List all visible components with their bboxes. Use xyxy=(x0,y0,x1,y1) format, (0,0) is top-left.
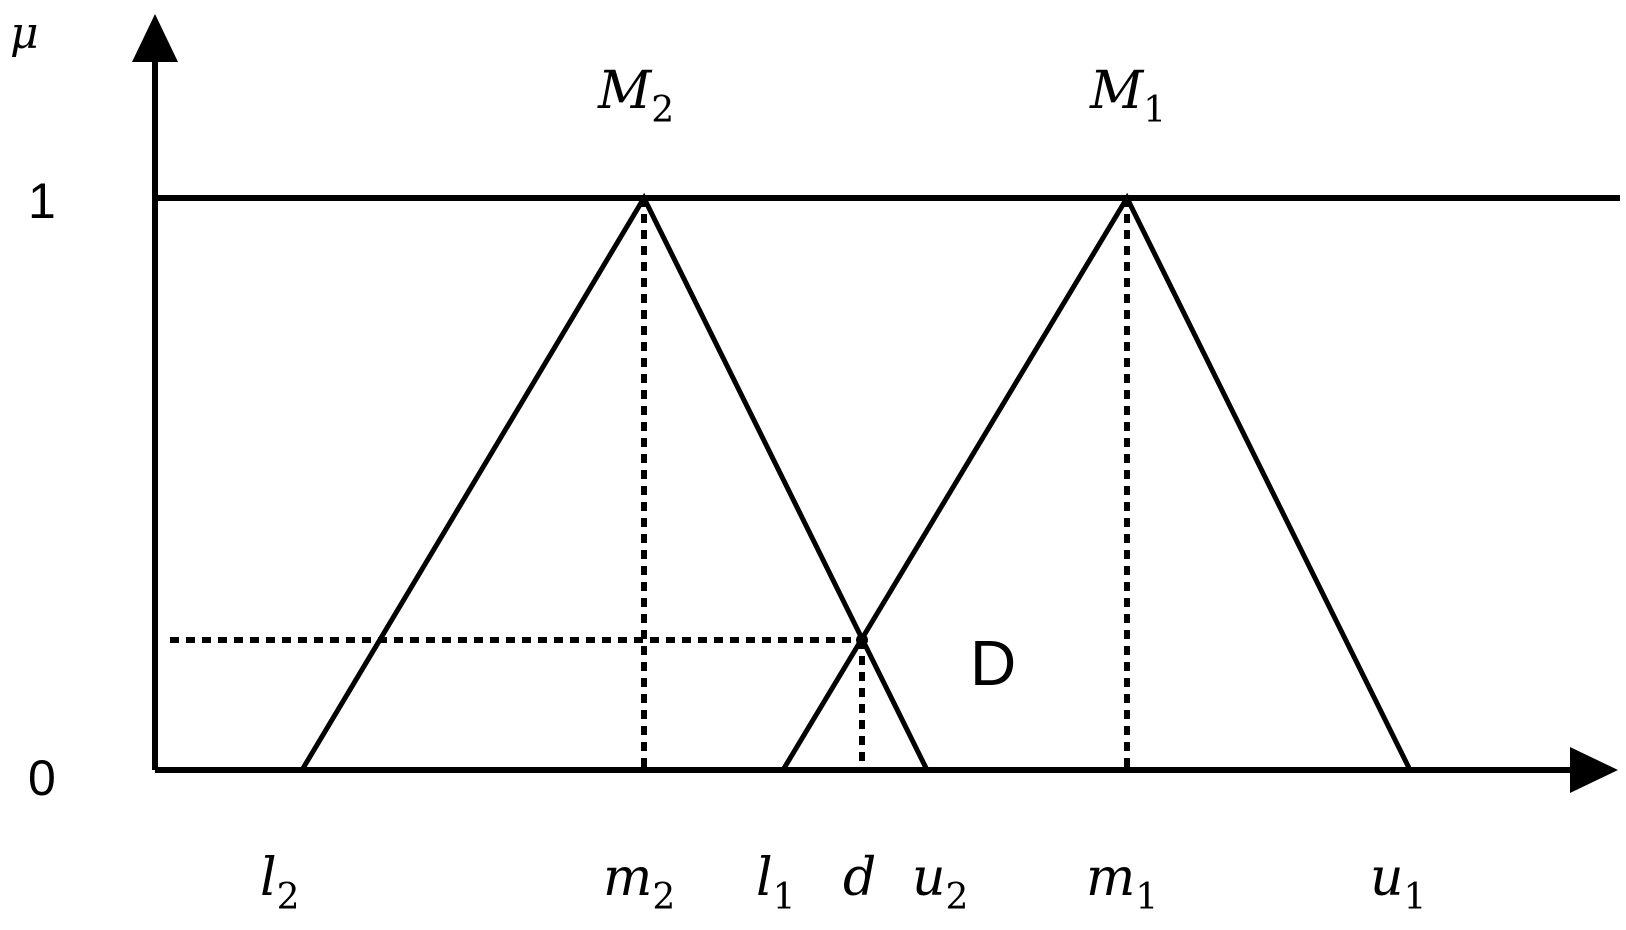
x-label-d: d xyxy=(843,848,876,908)
label-M2-letter: M xyxy=(597,61,653,121)
x-label-m2-subscript: 2 xyxy=(652,877,675,918)
y-tick-zero: 0 xyxy=(28,750,56,806)
x-label-u2-letter: u xyxy=(912,848,946,908)
x-label-m2-letter: m xyxy=(603,848,652,908)
intersection-point xyxy=(856,634,868,646)
dotted-guides xyxy=(170,198,1130,770)
y-axis-label: μ xyxy=(10,8,39,59)
fuzzy-triangles xyxy=(299,192,1413,772)
x-label-u1-letter: u xyxy=(1370,848,1404,908)
intersection-label: D xyxy=(970,627,1016,699)
x-axis-arrow-icon xyxy=(1570,747,1618,793)
label-M2: M2 xyxy=(597,61,674,131)
x-label-l1-letter: l xyxy=(756,848,773,908)
x-label-m1-subscript: 1 xyxy=(1135,877,1158,918)
x-label-l2: l2 xyxy=(260,848,300,918)
axes xyxy=(132,14,1618,793)
x-label-u1: u1 xyxy=(1370,848,1426,918)
x-label-l2-letter: l xyxy=(260,848,277,908)
label-M1: M1 xyxy=(1089,61,1166,131)
x-label-m1-letter: m xyxy=(1086,848,1135,908)
y-axis-arrow-icon xyxy=(132,14,178,62)
label-M1-subscript: 1 xyxy=(1143,90,1166,131)
label-M1-letter: M xyxy=(1089,61,1145,121)
label-M2-subscript: 2 xyxy=(651,90,674,131)
x-label-m1: m1 xyxy=(1086,848,1158,918)
x-label-m2: m2 xyxy=(603,848,675,918)
x-label-l1-subscript: 1 xyxy=(773,877,796,918)
triangle-M1 xyxy=(780,192,1413,772)
x-label-u1-subscript: 1 xyxy=(1404,877,1427,918)
x-label-u2: u2 xyxy=(912,848,968,918)
x-label-u2-subscript: 2 xyxy=(946,877,969,918)
x-label-l2-subscript: 2 xyxy=(277,877,300,918)
y-tick-one: 1 xyxy=(28,173,56,229)
x-label-d-letter: d xyxy=(843,848,876,908)
x-label-l1: l1 xyxy=(756,848,796,918)
